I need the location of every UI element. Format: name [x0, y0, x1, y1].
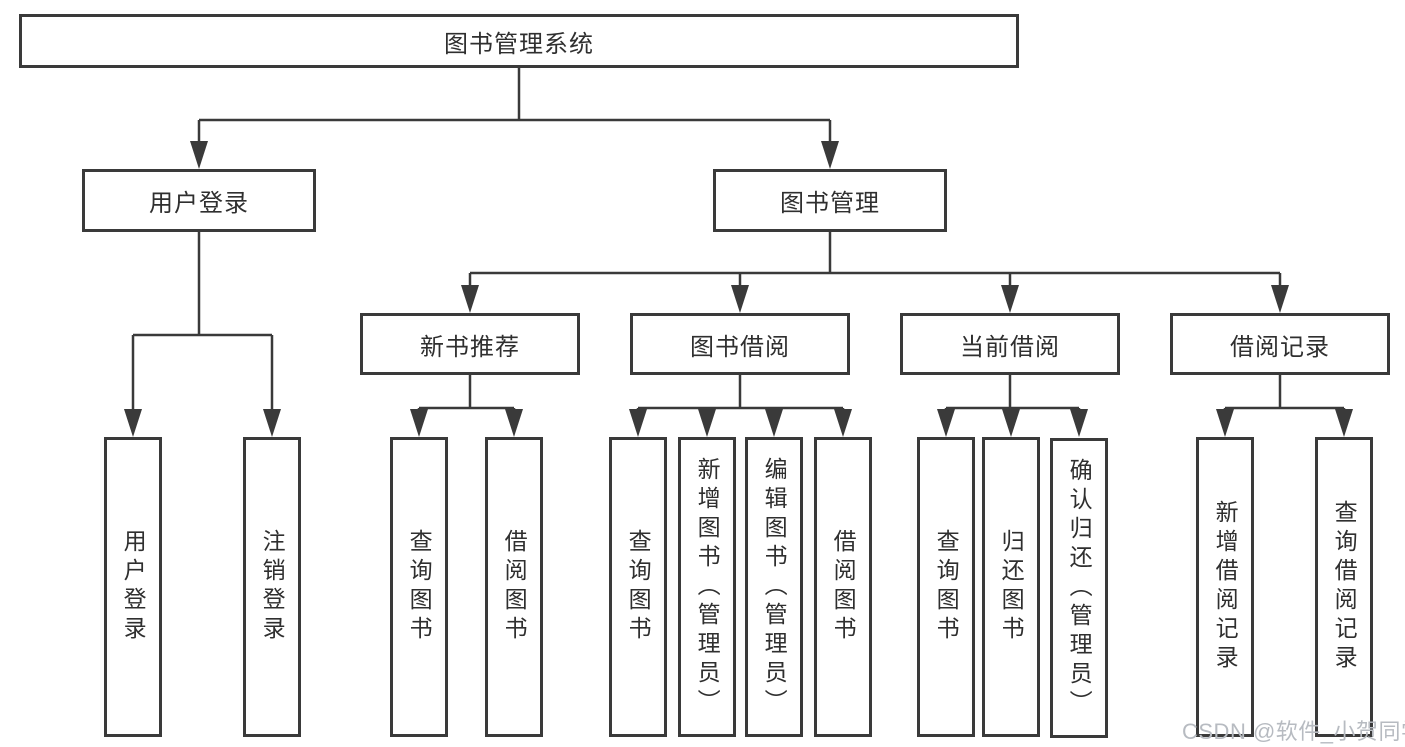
arrowheads	[124, 141, 1353, 437]
leaf-newrec-borrow-books: 借阅图书	[485, 437, 543, 737]
node-new-book-recommendation: 新书推荐	[360, 313, 580, 375]
node-current-borrowing: 当前借阅	[900, 313, 1120, 375]
leaf-logout: 注销登录	[243, 437, 301, 737]
leaf-borrow-borrow-books-label: 借阅图书	[830, 529, 857, 645]
leaf-borrow-edit-books-admin: 编辑图书（管理员）	[745, 437, 803, 737]
leaf-current-return-books-label: 归还图书	[998, 529, 1025, 645]
leaf-borrow-borrow-books: 借阅图书	[814, 437, 872, 737]
node-root-label: 图书管理系统	[444, 30, 594, 58]
node-new-book-recommendation-label: 新书推荐	[420, 333, 520, 361]
leaf-records-add-record: 新增借阅记录	[1196, 437, 1254, 737]
node-user-login-group-label: 用户登录	[149, 190, 249, 217]
leaf-newrec-query-books: 查询图书	[390, 437, 448, 737]
leaf-current-confirm-return-admin: 确认归还（管理员）	[1050, 438, 1108, 738]
leaf-newrec-query-books-label: 查询图书	[406, 529, 433, 645]
node-book-management-label: 图书管理	[780, 190, 880, 217]
node-borrowing-records-label: 借阅记录	[1230, 333, 1330, 361]
leaf-user-login: 用户登录	[104, 437, 162, 737]
leaf-records-query-record-label: 查询借阅记录	[1331, 500, 1358, 674]
leaf-records-query-record: 查询借阅记录	[1315, 437, 1373, 737]
leaf-borrow-query-books-label: 查询图书	[625, 529, 652, 645]
leaf-borrow-query-books: 查询图书	[609, 437, 667, 737]
leaf-logout-label: 注销登录	[259, 529, 286, 645]
leaf-borrow-add-books-admin: 新增图书（管理员）	[678, 437, 736, 737]
leaf-current-query-books: 查询图书	[917, 437, 975, 737]
leaf-records-add-record-label: 新增借阅记录	[1212, 500, 1239, 674]
leaf-borrow-add-books-admin-label: 新增图书（管理员）	[694, 456, 721, 718]
node-root: 图书管理系统	[19, 14, 1019, 68]
leaf-user-login-label: 用户登录	[120, 529, 147, 645]
node-book-borrowing-label: 图书借阅	[690, 333, 790, 361]
node-borrowing-records: 借阅记录	[1170, 313, 1390, 375]
leaf-current-confirm-return-admin-label: 确认归还（管理员）	[1066, 457, 1093, 719]
watermark-text: CSDN @软件_小贺同学	[1182, 719, 1405, 744]
node-book-management: 图书管理	[713, 169, 947, 232]
leaf-current-return-books: 归还图书	[982, 437, 1040, 737]
leaf-current-query-books-label: 查询图书	[933, 529, 960, 645]
node-book-borrowing: 图书借阅	[630, 313, 850, 375]
node-user-login-group: 用户登录	[82, 169, 316, 232]
leaf-borrow-edit-books-admin-label: 编辑图书（管理员）	[761, 456, 788, 718]
node-current-borrowing-label: 当前借阅	[960, 333, 1060, 361]
leaf-newrec-borrow-books-label: 借阅图书	[501, 529, 528, 645]
